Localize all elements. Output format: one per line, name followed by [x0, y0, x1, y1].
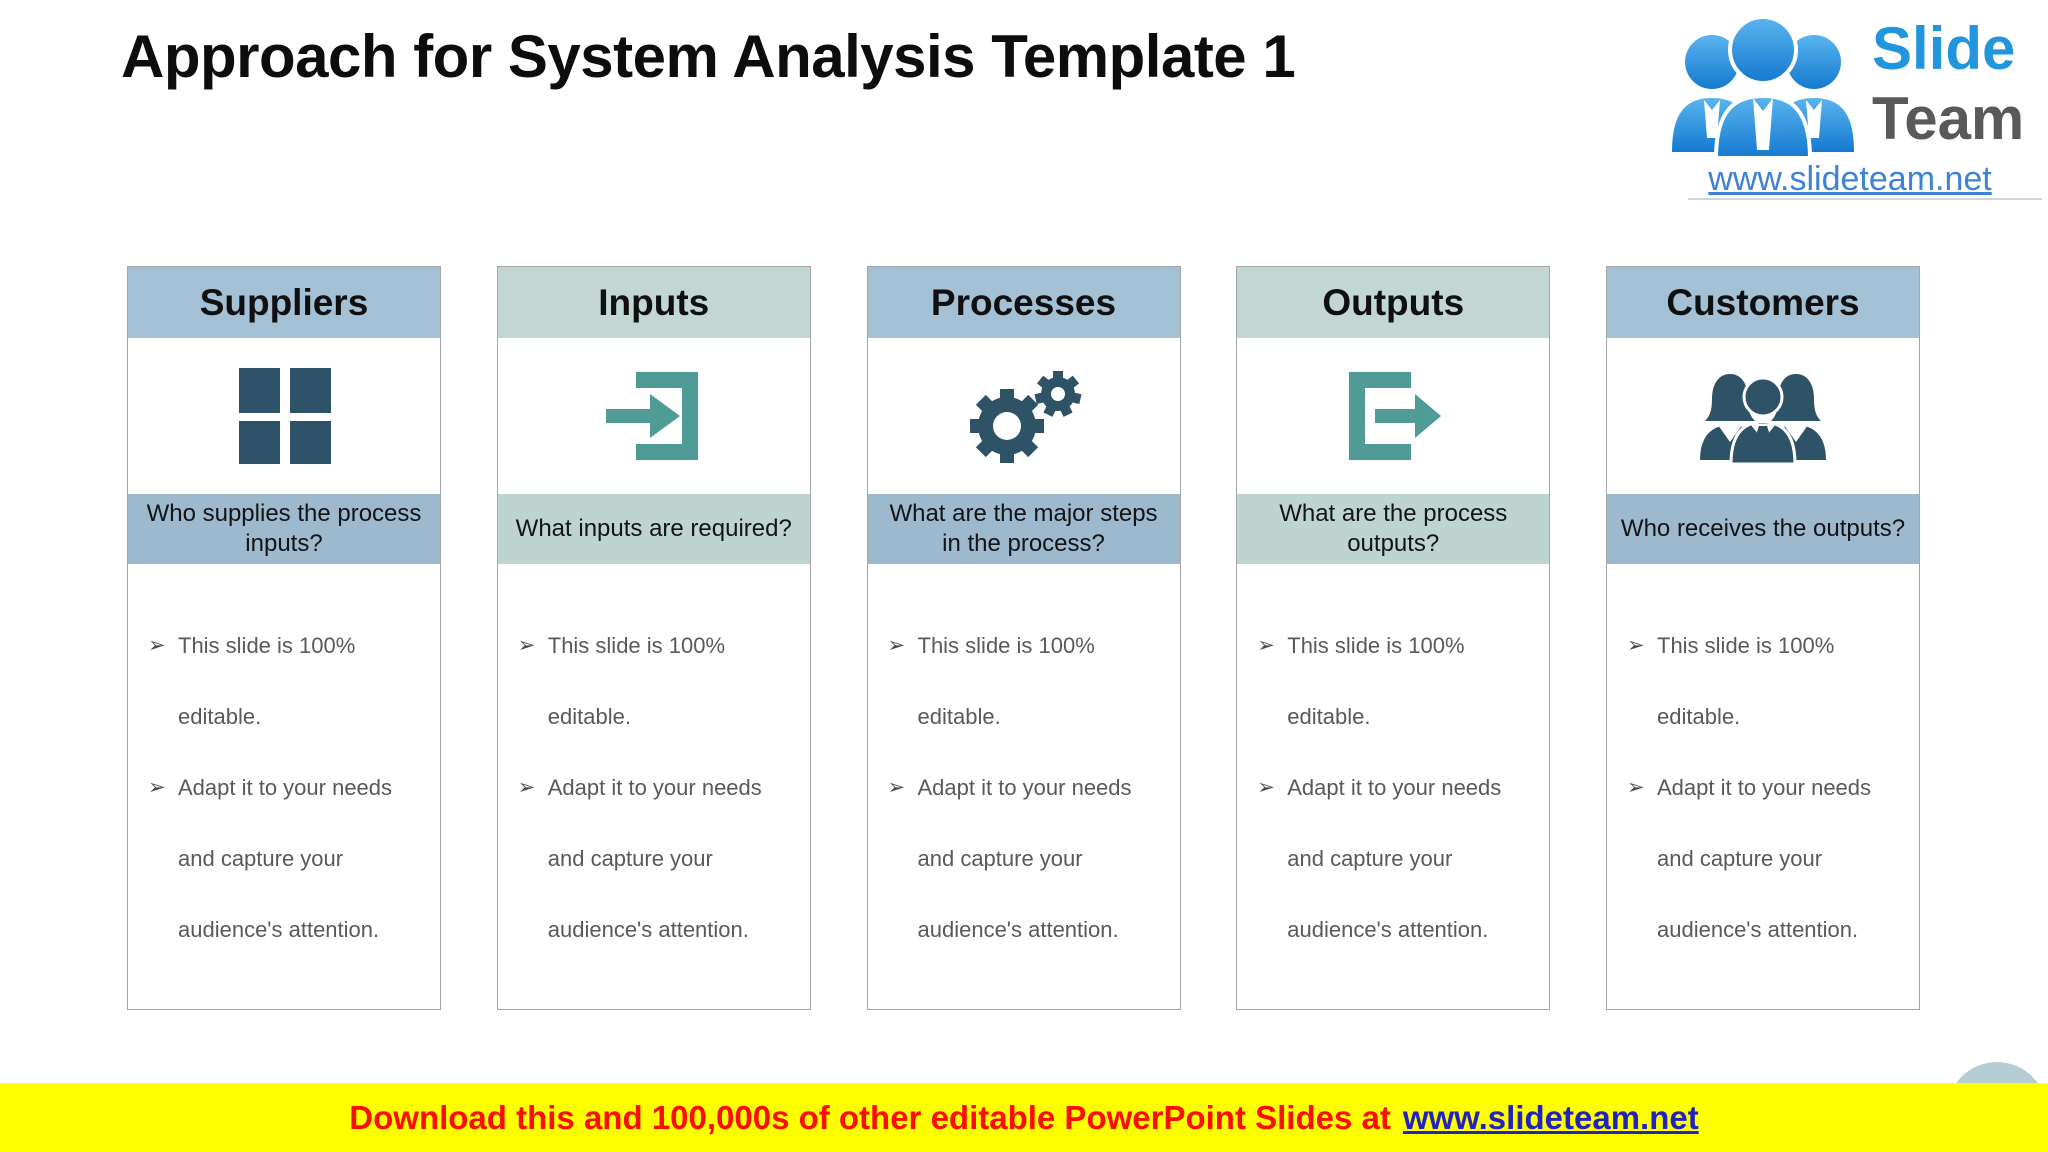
- login-arrow-icon: [605, 372, 698, 460]
- bullet-item: ➢ This slide is 100% editable.: [1627, 610, 1909, 752]
- bullet-list: ➢ This slide is 100% editable. ➢ Adapt it …: [128, 564, 440, 1009]
- chevron-bullet-icon: ➢: [148, 776, 166, 799]
- bullet-text: This slide is 100% editable.: [917, 633, 1095, 729]
- chevron-bullet-icon: ➢: [148, 634, 166, 657]
- logo-underline: [1688, 198, 2042, 200]
- chevron-bullet-icon: ➢: [887, 634, 906, 657]
- question-band: Who supplies the process inputs?: [128, 494, 440, 564]
- bullet-item: ➢ Adapt it to your needs and capture your…: [888, 752, 1170, 965]
- logout-arrow-icon: [1349, 372, 1442, 460]
- column-processes: Processes: [866, 266, 1181, 1010]
- chevron-bullet-icon: ➢: [1257, 634, 1275, 657]
- column-suppliers: Suppliers Who supplies the process input…: [127, 266, 441, 1010]
- column-outputs: Outputs What are the process outputs? ➢ T…: [1236, 266, 1551, 1010]
- question-band: What are the major steps in the process?: [867, 494, 1180, 564]
- question-band: What inputs are required?: [497, 494, 810, 564]
- bullet-text: This slide is 100% editable.: [1287, 633, 1465, 729]
- banner-link[interactable]: www.slideteam.net: [1402, 1098, 1699, 1136]
- chevron-bullet-icon: ➢: [1627, 634, 1645, 657]
- bullet-item: ➢ Adapt it to your needs and capture your…: [1257, 752, 1539, 965]
- bullet-text: Adapt it to your needs and capture your …: [178, 775, 393, 942]
- logo-url-link[interactable]: www.slideteam.net: [1708, 160, 1992, 198]
- bullet-list: ➢ This slide is 100% editable. ➢ Adapt it …: [498, 564, 810, 1009]
- download-banner: Download this and 100,000s of other edit…: [0, 1083, 2048, 1152]
- bullet-text: This slide is 100% editable.: [1657, 633, 1835, 729]
- logo-slide-text: Slide: [1872, 15, 2016, 82]
- bullet-text: Adapt it to your needs and capture your …: [917, 775, 1132, 942]
- slideteam-logo: Slide Team www.slideteam.net: [1652, 4, 2048, 202]
- bullet-text: Adapt it to your needs and capture your …: [547, 775, 762, 942]
- slideteam-people-icon: [1672, 15, 1854, 160]
- chevron-bullet-icon: ➢: [1257, 776, 1275, 799]
- gears-icon: [969, 371, 1082, 463]
- chevron-bullet-icon: ➢: [887, 776, 906, 799]
- column-header: Outputs: [1237, 267, 1550, 338]
- bullet-text: Adapt it to your needs and capture your …: [1657, 775, 1872, 942]
- bullet-item: ➢ Adapt it to your needs and capture your…: [518, 752, 800, 965]
- bullet-item: ➢ Adapt it to your needs and capture your…: [148, 752, 430, 965]
- bullet-list: ➢ This slide is 100% editable. ➢ Adapt it …: [1607, 564, 1919, 1009]
- bullet-item: ➢ This slide is 100% editable.: [518, 610, 800, 752]
- bullet-item: ➢ This slide is 100% editable.: [148, 610, 430, 752]
- bullet-list: ➢ This slide is 100% editable. ➢ Adapt it …: [1237, 564, 1549, 1009]
- bullet-list: ➢ This slide is 100% editable. ➢ Adapt it …: [868, 564, 1180, 1009]
- column-header: Suppliers: [128, 267, 440, 338]
- bullet-item: ➢ This slide is 100% editable.: [888, 610, 1170, 752]
- column-customers: Customers Who recei: [1606, 266, 1920, 1010]
- bullet-text: This slide is 100% editable.: [547, 633, 726, 729]
- column-header: Customers: [1607, 267, 1919, 338]
- question-band: Who receives the outputs?: [1607, 494, 1919, 564]
- page-title: Approach for System Analysis Template 1: [121, 23, 1296, 90]
- chevron-bullet-icon: ➢: [517, 776, 536, 799]
- question-band: What are the process outputs?: [1237, 494, 1550, 564]
- column-header: Processes: [867, 267, 1180, 338]
- logo-team-text: Team: [1872, 85, 2025, 152]
- bullet-item: ➢ Adapt it to your needs and capture your…: [1627, 752, 1909, 965]
- column-inputs: Inputs What inputs are required? ➢ This s…: [496, 266, 811, 1010]
- bullet-text: Adapt it to your needs and capture your …: [1287, 775, 1502, 942]
- column-header: Inputs: [497, 267, 810, 338]
- chevron-bullet-icon: ➢: [517, 634, 536, 657]
- grid-icon: [239, 368, 331, 464]
- banner-text: Download this and 100,000s of other edit…: [349, 1098, 1391, 1136]
- bullet-text: This slide is 100% editable.: [178, 633, 356, 729]
- sipoc-columns: Suppliers Who supplies the process input…: [127, 266, 1920, 1010]
- chevron-bullet-icon: ➢: [1627, 776, 1645, 799]
- bullet-item: ➢ This slide is 100% editable.: [1257, 610, 1539, 752]
- team-icon: [1700, 374, 1826, 464]
